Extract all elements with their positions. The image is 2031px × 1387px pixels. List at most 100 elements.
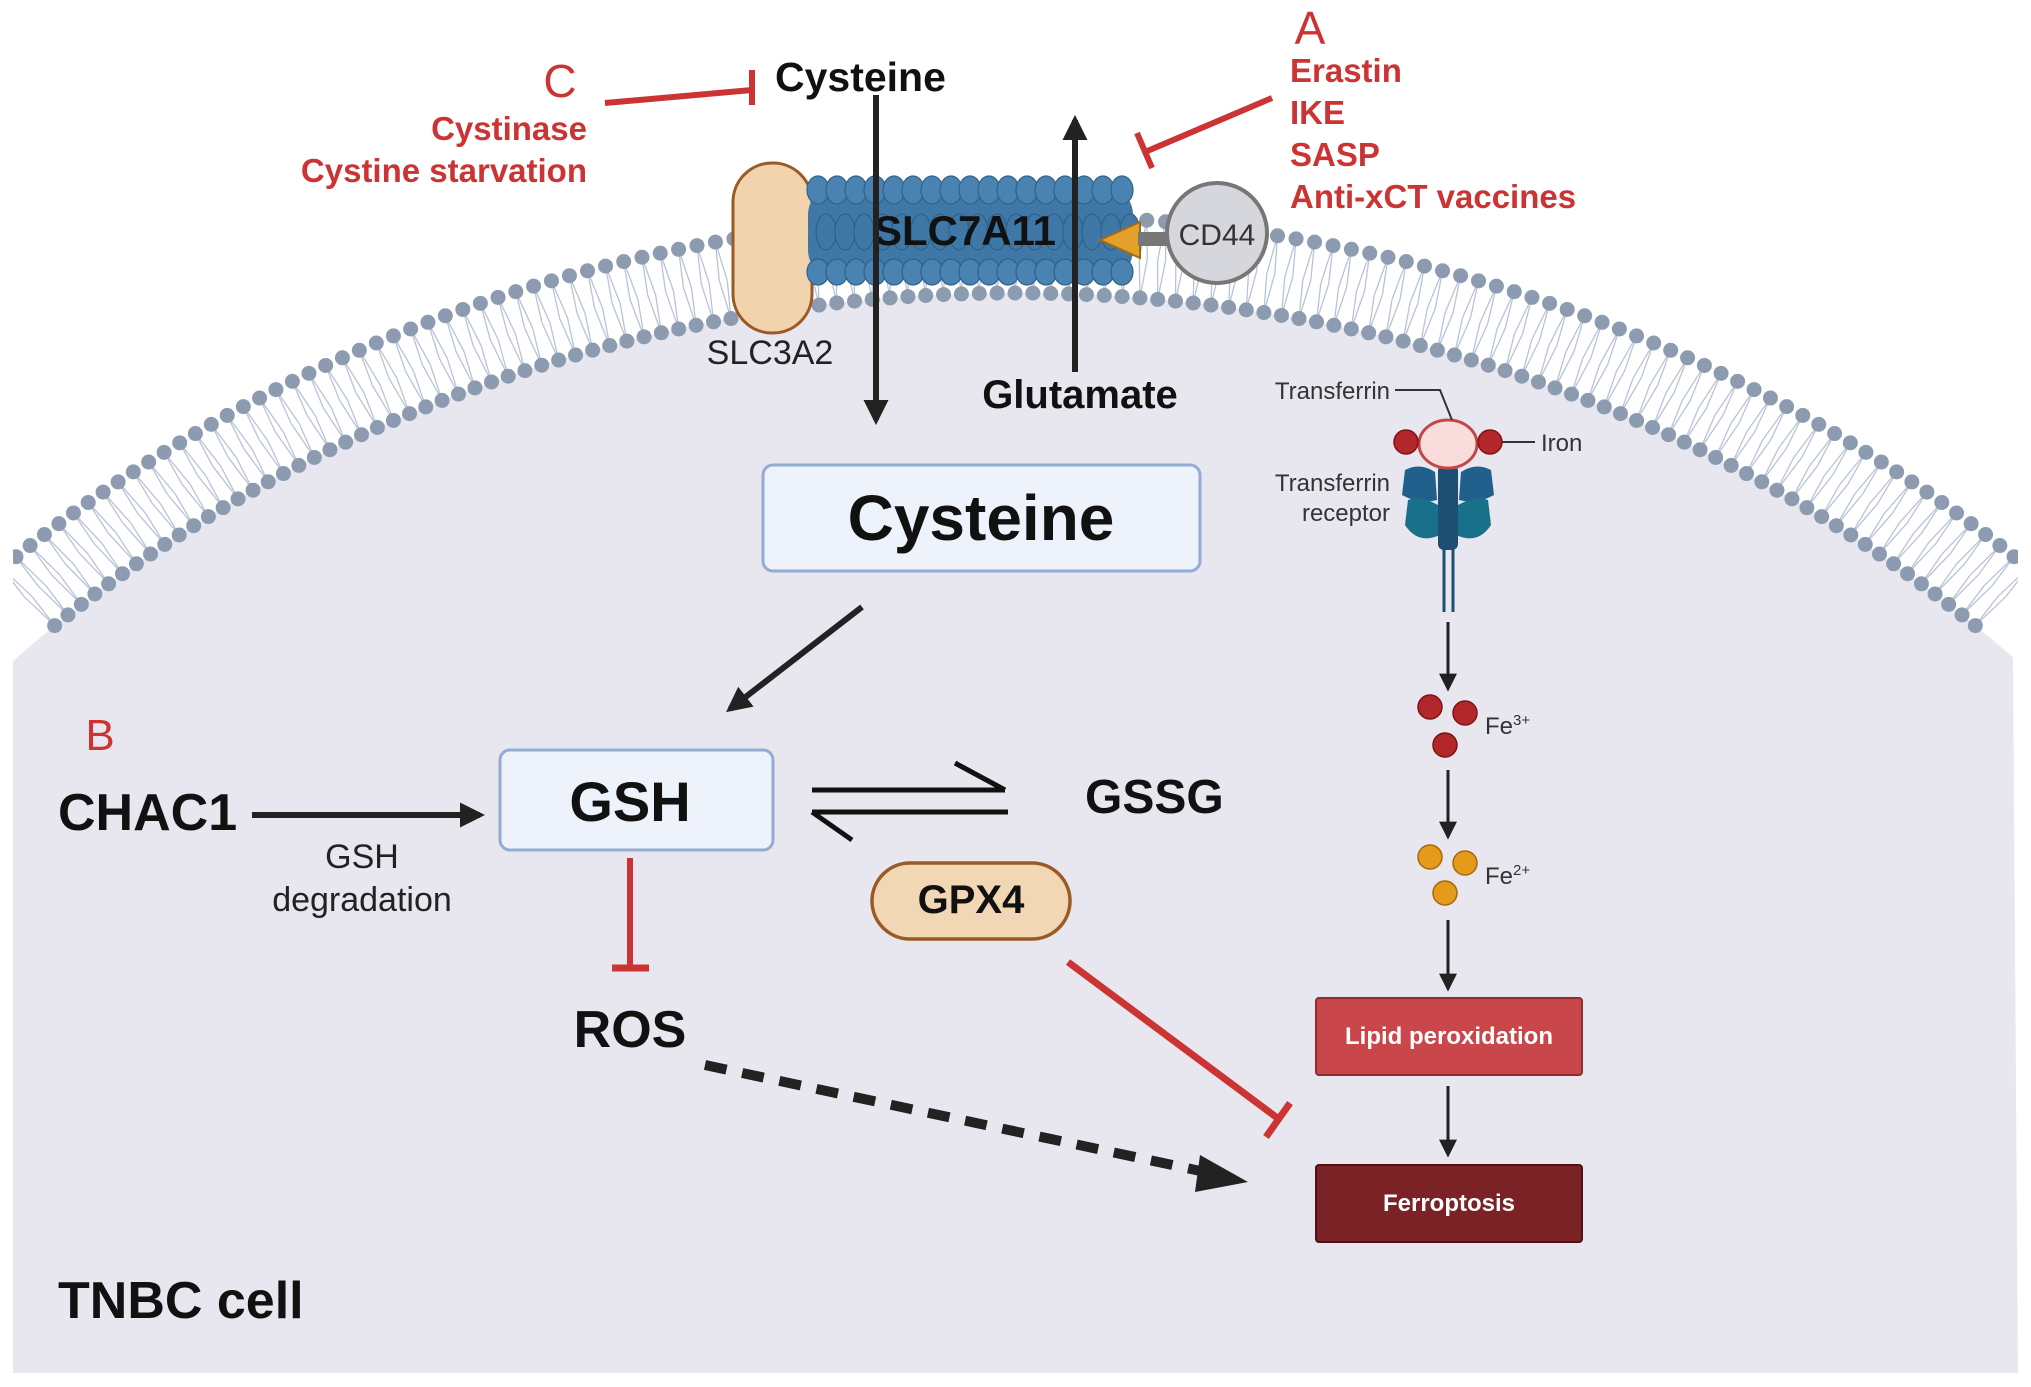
lipid-head-inner (1723, 457, 1739, 473)
transferrin-label: Transferrin (1275, 378, 1390, 405)
cell-cytoplasm (13, 293, 2018, 1373)
lipid-head-outer (1611, 321, 1627, 337)
slc7a11-lobe (815, 213, 837, 251)
lipid-head-inner (1203, 297, 1219, 313)
inhibitor-a-ike: IKE (1290, 94, 1345, 131)
receptor-core (1438, 465, 1458, 550)
lipid-head-outer (1795, 407, 1811, 423)
lipid-head-outer (318, 357, 334, 373)
lipid-head-outer (1542, 295, 1558, 311)
lipid-head-inner (338, 434, 354, 450)
lipid-head-inner (1043, 285, 1059, 301)
cysteine-to-gsh-arrow (726, 604, 864, 713)
lipid-head-outer (334, 350, 350, 366)
gpx4-protein (870, 861, 1072, 941)
lipid-head-inner (1708, 449, 1724, 465)
lipid-head-inner (1871, 546, 1887, 562)
lipid-head-inner (143, 546, 159, 562)
lipid-head-inner (291, 457, 307, 473)
lipid-head-outer (1949, 505, 1965, 521)
lipid-head-inner (260, 474, 276, 490)
lipid-head-inner (47, 618, 63, 634)
iron-label: Iron (1541, 430, 1582, 457)
lipid-head-inner (847, 293, 863, 309)
slc7a11-lobe (1110, 175, 1134, 205)
lipid-head-outer (36, 527, 52, 543)
iron-ball-left (1393, 429, 1419, 455)
lipid-head-outer (490, 289, 506, 305)
lipid-head-inner (1967, 618, 1983, 634)
lipid-head-outer (1524, 289, 1540, 305)
lipid-head-inner (653, 325, 669, 341)
lipid-head-outer (437, 308, 453, 324)
cysteine-intracellular-label: Cysteine (848, 482, 1115, 554)
lipid-head-inner (114, 566, 130, 582)
lipid-head-inner (1530, 374, 1546, 390)
cd44-linker (1138, 232, 1168, 246)
lipid-head-inner (517, 363, 533, 379)
lipid-head-outer (141, 454, 157, 470)
inhibitor-c-cystinase: Cystinase (431, 110, 587, 147)
lipid-head-inner (418, 399, 434, 415)
lipid-head-inner (1343, 321, 1359, 337)
cell-body (13, 207, 2018, 1373)
lipid-head-outer (301, 365, 317, 381)
lipid-head-inner (369, 420, 385, 436)
lipid-head-inner (1857, 536, 1873, 552)
lipid-head-inner (500, 368, 516, 384)
lipid-head-inner (1769, 482, 1785, 498)
lipid-head-outer (1779, 399, 1795, 415)
lipid-head-inner (1886, 556, 1902, 572)
lipid-head-inner (215, 500, 231, 516)
lipid-head-inner (953, 286, 969, 302)
slc7a11-label: SLC7A11 (874, 207, 1056, 254)
gpx4-inhibition-line (1065, 959, 1283, 1123)
lipid-head-outer (1992, 538, 2008, 554)
lipid-head-inner (1185, 295, 1201, 311)
lipid-head-inner (128, 556, 144, 572)
gsh-gssg-equilibrium-arrows (810, 760, 1008, 843)
lipid-head-outer (1307, 234, 1323, 250)
lipid-head-inner (1629, 412, 1645, 428)
lipid-head-outer (671, 241, 687, 257)
lipid-head-inner (1361, 325, 1377, 341)
lipid-head-inner (1429, 342, 1445, 358)
lipid-head-inner (101, 576, 117, 592)
lipid-tail (13, 581, 25, 598)
lipid-head-outer (219, 407, 235, 423)
lipid-head-inner (1114, 289, 1130, 305)
lipid-tail (1997, 576, 2018, 598)
lipid-head-outer (1577, 308, 1593, 324)
lipid-head-outer (1889, 464, 1905, 480)
lipid-head-outer (561, 268, 577, 284)
lipid-head-inner (829, 295, 845, 311)
transferrin-protein (1417, 418, 1479, 470)
lipid-head-outer (1713, 365, 1729, 381)
lipid-head-inner (1096, 288, 1112, 304)
lipid-head-outer (125, 464, 141, 480)
lipid-head-inner (1828, 518, 1844, 534)
lipid-head-outer (80, 494, 96, 510)
lipid-head-inner (73, 596, 89, 612)
lipid-head-outer (1398, 254, 1414, 270)
fe3-ball (1417, 694, 1443, 720)
inhibitor-a-sasp: SASP (1290, 136, 1380, 173)
lipid-head-outer (187, 426, 203, 442)
fe2-ball (1432, 880, 1458, 906)
lipid-head-outer (203, 416, 219, 432)
cd44-label: CD44 (1179, 219, 1256, 252)
lipid-peroxidation-box (1315, 997, 1583, 1076)
lipid-head-inner (1612, 406, 1628, 422)
lipid-head-outer (13, 549, 24, 565)
lipid-head-inner (1497, 363, 1513, 379)
lipid-head-inner (882, 290, 898, 306)
ros-label: ROS (574, 1001, 687, 1059)
lipid-head-inner (200, 509, 216, 525)
lipid-head-outer (1559, 301, 1575, 317)
lipid-head-inner (1596, 399, 1612, 415)
lipid-head-outer (707, 234, 723, 250)
gsh-degradation-label-line2: degradation (272, 881, 452, 919)
lipid-head-outer (172, 435, 188, 451)
lipid-head-outer (1506, 284, 1522, 300)
panel-a-inhibition-line (1143, 95, 1274, 155)
